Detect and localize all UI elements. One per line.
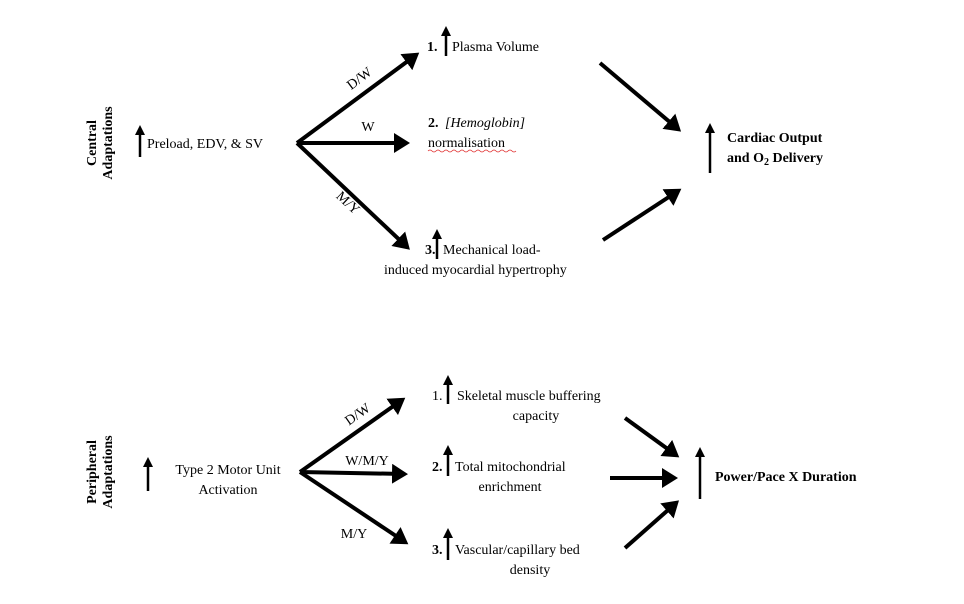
svg-text:and O2 Delivery: and O2 Delivery [727, 151, 823, 168]
central-source: Preload, EDV, & SV [147, 137, 263, 152]
peripheral-outcome: Power/Pace X Duration [715, 470, 857, 485]
svg-text:Skeletal muscle buffering: Skeletal muscle buffering [457, 389, 601, 404]
arrow-to-vascular [298, 470, 409, 545]
svg-text:Cardiac Output: Cardiac Output [727, 131, 823, 146]
central-item-2: 2. [Hemoglobin] normalisation [427, 116, 525, 153]
central-section-label: Central Adaptations [85, 106, 116, 180]
path-label-my: M/Y [341, 527, 367, 542]
svg-text:1.: 1. [432, 389, 443, 404]
central-section: Central Adaptations Preload, EDV, & SV D… [85, 26, 823, 278]
svg-text:Peripheral: Peripheral [85, 440, 100, 504]
arrow-to-power [623, 500, 679, 550]
svg-text:Total mitochondrial: Total mitochondrial [455, 460, 566, 475]
path-label-w: W [361, 120, 375, 135]
svg-text:capacity: capacity [513, 409, 560, 424]
arrow-to-power [623, 416, 680, 458]
svg-text:2.: 2. [428, 116, 439, 131]
svg-text:Vascular/capillary bed: Vascular/capillary bed [455, 543, 580, 558]
svg-text:enrichment: enrichment [479, 480, 542, 495]
svg-text:Plasma Volume: Plasma Volume [452, 40, 539, 55]
svg-text:induced myocardial hypertrophy: induced myocardial hypertrophy [384, 263, 567, 278]
svg-text:Adaptations: Adaptations [101, 435, 116, 509]
central-item-3: 3. Mechanical load- induced myocardial h… [384, 229, 567, 278]
peripheral-item-1: 1. Skeletal muscle buffering capacity [432, 375, 601, 424]
peripheral-source-line1: Type 2 Motor Unit [175, 463, 280, 478]
peripheral-source-line2: Activation [198, 483, 257, 498]
svg-text:[Hemoglobin]: [Hemoglobin] [445, 116, 525, 131]
peripheral-section-label: Peripheral Adaptations [85, 435, 116, 509]
spellcheck-underline [427, 149, 517, 153]
peripheral-item-2: 2. Total mitochondrial enrichment [432, 445, 566, 495]
svg-text:normalisation: normalisation [428, 136, 505, 151]
central-item-1: 1. Plasma Volume [427, 26, 539, 56]
path-label-my: M/Y [333, 189, 363, 218]
central-outcome: Cardiac Output and O2 Delivery [727, 131, 823, 168]
svg-text:Central: Central [85, 120, 100, 166]
svg-text:density: density [510, 563, 550, 578]
path-label-wmy: W/M/Y [345, 454, 389, 469]
arrow-to-plasma-volume [295, 52, 420, 145]
svg-text:1.: 1. [427, 40, 438, 55]
arrow-to-buffering [298, 397, 406, 474]
svg-text:3.: 3. [432, 543, 443, 558]
svg-text:Adaptations: Adaptations [101, 106, 116, 180]
svg-text:3.: 3. [425, 243, 436, 258]
arrow-to-cardiac-output [601, 188, 682, 242]
arrow-to-hypertrophy [295, 141, 410, 250]
svg-text:Mechanical load-: Mechanical load- [443, 243, 541, 258]
arrow-to-mitochondrial [299, 463, 408, 484]
peripheral-item-3: 3. Vascular/capillary bed density [432, 528, 580, 578]
arrow-to-cardiac-output [598, 61, 682, 132]
peripheral-section: Peripheral Adaptations Type 2 Motor Unit… [85, 375, 857, 578]
svg-text:2.: 2. [432, 460, 443, 475]
